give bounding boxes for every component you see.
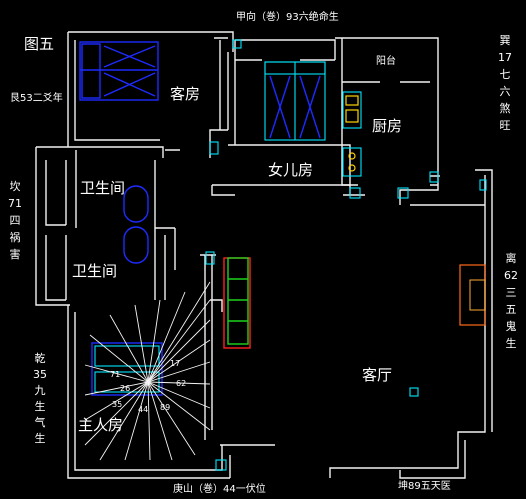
guest-bed [79, 41, 159, 101]
edge-right-mid-char: 62 [504, 269, 518, 282]
stair-ray [147, 361, 211, 383]
edge-right-mid-char: 离 [506, 251, 517, 265]
edge-left-mid-char: 害 [10, 247, 21, 261]
edge-left-top: 艮53二爻年 [10, 91, 63, 104]
edge-right-mid-char: 生 [506, 336, 517, 350]
bath-fixtures [123, 185, 149, 264]
stair-ray [147, 291, 186, 383]
stair-ray [147, 381, 211, 385]
stair-ray [147, 381, 151, 461]
edge-top: 甲向（巻）93六绝命生 [236, 10, 339, 23]
labels: 图五 甲向（巻）93六绝命生 庚山（巻）44一伏位 坤89五天医 艮53二爻年 … [10, 10, 451, 495]
kitchen-fixtures [342, 91, 362, 177]
stair-ray [147, 281, 211, 383]
edge-left-bottom-char: 九 [35, 384, 46, 397]
wall-markers [205, 39, 487, 471]
edge-right-mid-char: 三 [506, 286, 517, 299]
room-guest: 客房 [170, 85, 200, 103]
edge-right-mid-char: 鬼 [506, 319, 517, 333]
room-bath-2: 卫生间 [72, 262, 117, 280]
edge-right-top-char: 六 [500, 85, 511, 98]
edge-right-top-char: 17 [498, 51, 512, 64]
stair-ray [147, 299, 211, 383]
edge-left-bottom-char: 生 [35, 399, 46, 413]
room-bath-1: 卫生间 [80, 179, 125, 197]
stair-ray [147, 381, 173, 461]
stair-ray [147, 319, 211, 383]
stair-ray [124, 381, 149, 461]
fireplace [459, 264, 486, 326]
stair-number: 26 [120, 384, 130, 393]
edge-left-bottom-char: 乾 [35, 352, 46, 365]
stair-ray [147, 381, 211, 409]
edge-right-top-char: 巽 [500, 34, 511, 47]
guest-room-walls [67, 31, 234, 158]
edge-right-top-char: 旺 [500, 119, 511, 132]
stair-ray [89, 334, 149, 383]
stair-ray [147, 339, 211, 383]
stair-ray [84, 381, 149, 396]
figure-title: 图五 [24, 35, 54, 53]
stair-ray [109, 314, 149, 383]
stair-ray [99, 381, 149, 461]
edge-right-top-char: 七 [500, 68, 511, 81]
sofa [223, 257, 251, 349]
edge-bottom-right: 坤89五天医 [398, 479, 451, 492]
stair-ray [147, 381, 196, 456]
edge-left-mid-char: 坎 [10, 180, 21, 193]
stair-ray [84, 381, 149, 421]
master-room-walls [67, 299, 275, 479]
stair-number: 71 [110, 370, 120, 379]
room-living: 客厅 [362, 366, 392, 384]
edge-bottom-left: 庚山（巻）44一伏位 [173, 482, 266, 495]
kitchen-walls [335, 37, 439, 205]
stair-ray [147, 381, 211, 431]
stair-ray [84, 381, 149, 446]
stair-number: 89 [160, 403, 170, 412]
daughter-beds [264, 61, 326, 141]
edge-left-mid-char: 71 [8, 197, 22, 210]
edge-right-top-char: 煞 [500, 101, 511, 115]
stair-number: 35 [112, 400, 122, 409]
edge-left-mid: 坎 71 四祸害 [8, 180, 22, 261]
stair-number: 17 [170, 359, 180, 368]
room-master: 主人房 [78, 416, 123, 434]
edge-left-bottom-char: 35 [33, 368, 47, 381]
edge-right-mid-char: 五 [506, 303, 517, 316]
stair-number: 44 [138, 405, 148, 414]
stair-ray [134, 304, 149, 383]
living-room-walls [200, 169, 493, 479]
walls [35, 31, 493, 479]
stair-ray [84, 364, 149, 383]
stair-rays: 17 71 62 26 35 44 89 [84, 281, 211, 461]
bath-walls [35, 146, 180, 306]
daughter-room-walls [228, 39, 351, 195]
room-kitchen: 厨房 [372, 117, 402, 135]
stair-ray [147, 299, 161, 383]
edge-left-mid-char: 四 [10, 214, 21, 227]
edge-left-bottom-char: 气 [35, 415, 46, 429]
room-balcony: 阳台 [376, 54, 396, 67]
stair-number: 62 [176, 379, 186, 388]
edge-left-bottom-char: 生 [35, 431, 46, 445]
edge-left-mid-char: 祸 [10, 230, 21, 244]
room-daughter: 女儿房 [268, 161, 313, 179]
